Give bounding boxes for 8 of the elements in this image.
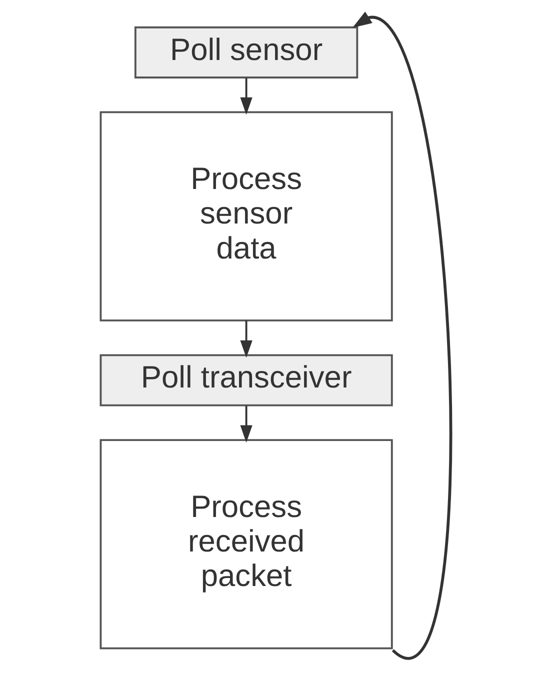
arrow	[352, 12, 452, 658]
arrow	[240, 320, 252, 358]
arrow	[240, 78, 252, 115]
node-box: Poll transceiver	[99, 354, 392, 406]
node-box: Process received packet	[99, 439, 392, 650]
node-box: Poll sensor	[134, 26, 358, 78]
arrow	[240, 406, 252, 443]
node-box: Process sensor data	[99, 111, 392, 322]
